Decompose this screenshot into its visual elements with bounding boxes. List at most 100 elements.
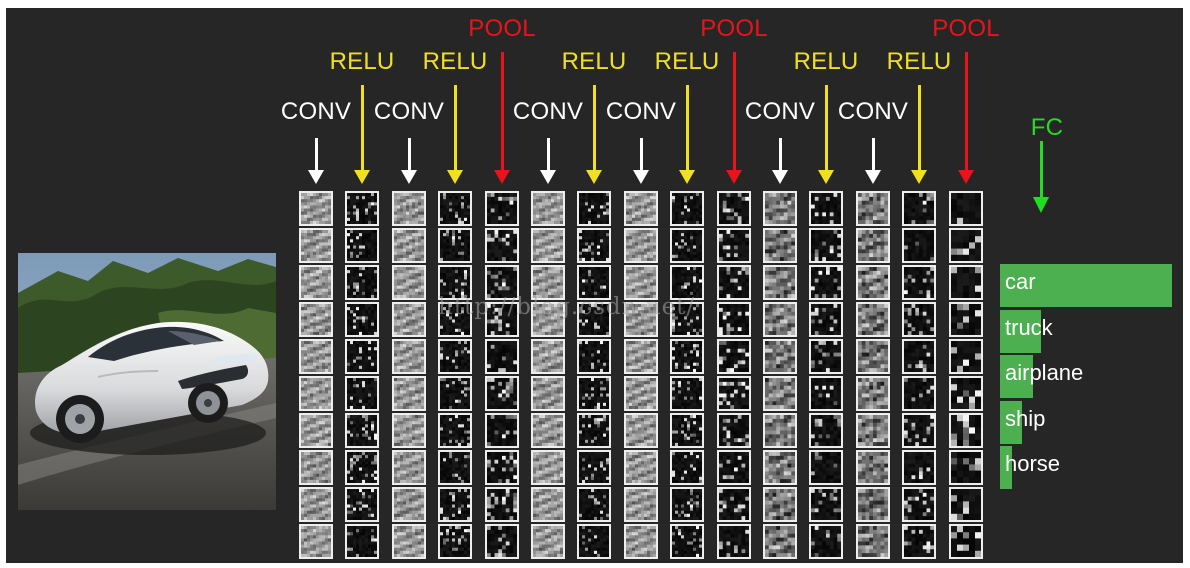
- activation-map: [531, 228, 565, 263]
- conv-label: CONV: [281, 100, 351, 124]
- activation-map: [763, 413, 797, 448]
- activation-map: [856, 302, 890, 337]
- pool-label: POOL: [932, 17, 1000, 41]
- activation-map: [299, 339, 333, 374]
- activation-map: [531, 524, 565, 559]
- activation-map: [345, 228, 379, 263]
- activation-column-conv: [531, 191, 567, 563]
- activation-map: [856, 191, 890, 226]
- activation-map: [856, 524, 890, 559]
- activation-map: [485, 228, 519, 263]
- activation-map: [624, 191, 658, 226]
- activation-column-relu: [902, 191, 938, 563]
- activation-map: [577, 191, 611, 226]
- activation-map: [809, 376, 843, 411]
- activation-map: [949, 228, 983, 263]
- activation-map: [717, 191, 751, 226]
- activation-map: [624, 450, 658, 485]
- activation-map: [949, 265, 983, 300]
- activation-map: [345, 450, 379, 485]
- activation-map: [949, 339, 983, 374]
- relu-label: RELU: [562, 50, 627, 74]
- activation-map: [392, 413, 426, 448]
- activation-map: [345, 265, 379, 300]
- class-label: car: [1005, 271, 1036, 293]
- activation-map: [717, 302, 751, 337]
- activation-map: [670, 376, 704, 411]
- activation-map: [763, 228, 797, 263]
- activation-map: [717, 376, 751, 411]
- activation-map: [902, 524, 936, 559]
- activation-map: [856, 413, 890, 448]
- activation-map: [949, 302, 983, 337]
- activation-map: [670, 339, 704, 374]
- conv-label: CONV: [606, 100, 676, 124]
- activation-map: [577, 524, 611, 559]
- relu-label: RELU: [330, 50, 395, 74]
- activation-map: [438, 191, 472, 226]
- pool-label: POOL: [700, 17, 768, 41]
- activation-map: [763, 339, 797, 374]
- activation-map: [485, 191, 519, 226]
- activation-map: [392, 450, 426, 485]
- activation-map: [902, 228, 936, 263]
- activation-map: [949, 487, 983, 522]
- activation-map: [392, 524, 426, 559]
- activation-map: [624, 413, 658, 448]
- activation-map: [670, 413, 704, 448]
- activation-map: [624, 487, 658, 522]
- class-label: airplane: [1005, 362, 1083, 384]
- activation-map: [949, 413, 983, 448]
- activation-map: [902, 265, 936, 300]
- activation-map: [345, 487, 379, 522]
- activation-map: [949, 524, 983, 559]
- activation-column-conv: [624, 191, 660, 563]
- activation-map: [392, 376, 426, 411]
- activation-map: [670, 450, 704, 485]
- activation-map: [624, 376, 658, 411]
- activation-map: [809, 339, 843, 374]
- activation-map: [485, 487, 519, 522]
- pool-label: POOL: [468, 17, 536, 41]
- activation-column-pool: [485, 191, 521, 563]
- activation-map: [531, 487, 565, 522]
- activation-map: [531, 376, 565, 411]
- activation-map: [670, 228, 704, 263]
- relu-label: RELU: [655, 50, 720, 74]
- activation-map: [809, 302, 843, 337]
- activation-map: [763, 191, 797, 226]
- fc-label: FC: [1031, 116, 1063, 140]
- activation-map: [717, 413, 751, 448]
- activation-map: [531, 450, 565, 485]
- activation-column-relu: [438, 191, 474, 563]
- activation-map: [392, 191, 426, 226]
- input-image-car: [18, 253, 276, 510]
- activation-map: [299, 302, 333, 337]
- activation-map: [345, 376, 379, 411]
- activation-column-conv: [299, 191, 335, 563]
- activation-map: [392, 487, 426, 522]
- activation-map: [717, 450, 751, 485]
- activation-map: [856, 265, 890, 300]
- activation-map: [902, 487, 936, 522]
- activation-map: [299, 450, 333, 485]
- activation-map: [438, 524, 472, 559]
- activation-map: [809, 265, 843, 300]
- activation-column-relu: [345, 191, 381, 563]
- conv-label: CONV: [745, 100, 815, 124]
- activation-map: [485, 524, 519, 559]
- activation-map: [856, 228, 890, 263]
- activation-map: [902, 450, 936, 485]
- activation-map: [577, 339, 611, 374]
- activation-map: [299, 265, 333, 300]
- activation-map: [763, 302, 797, 337]
- conv-label: CONV: [513, 100, 583, 124]
- activation-map: [717, 228, 751, 263]
- activation-map: [392, 339, 426, 374]
- activation-map: [531, 413, 565, 448]
- activation-map: [902, 376, 936, 411]
- activation-map: [949, 376, 983, 411]
- activation-map: [438, 339, 472, 374]
- activation-column-conv: [392, 191, 428, 563]
